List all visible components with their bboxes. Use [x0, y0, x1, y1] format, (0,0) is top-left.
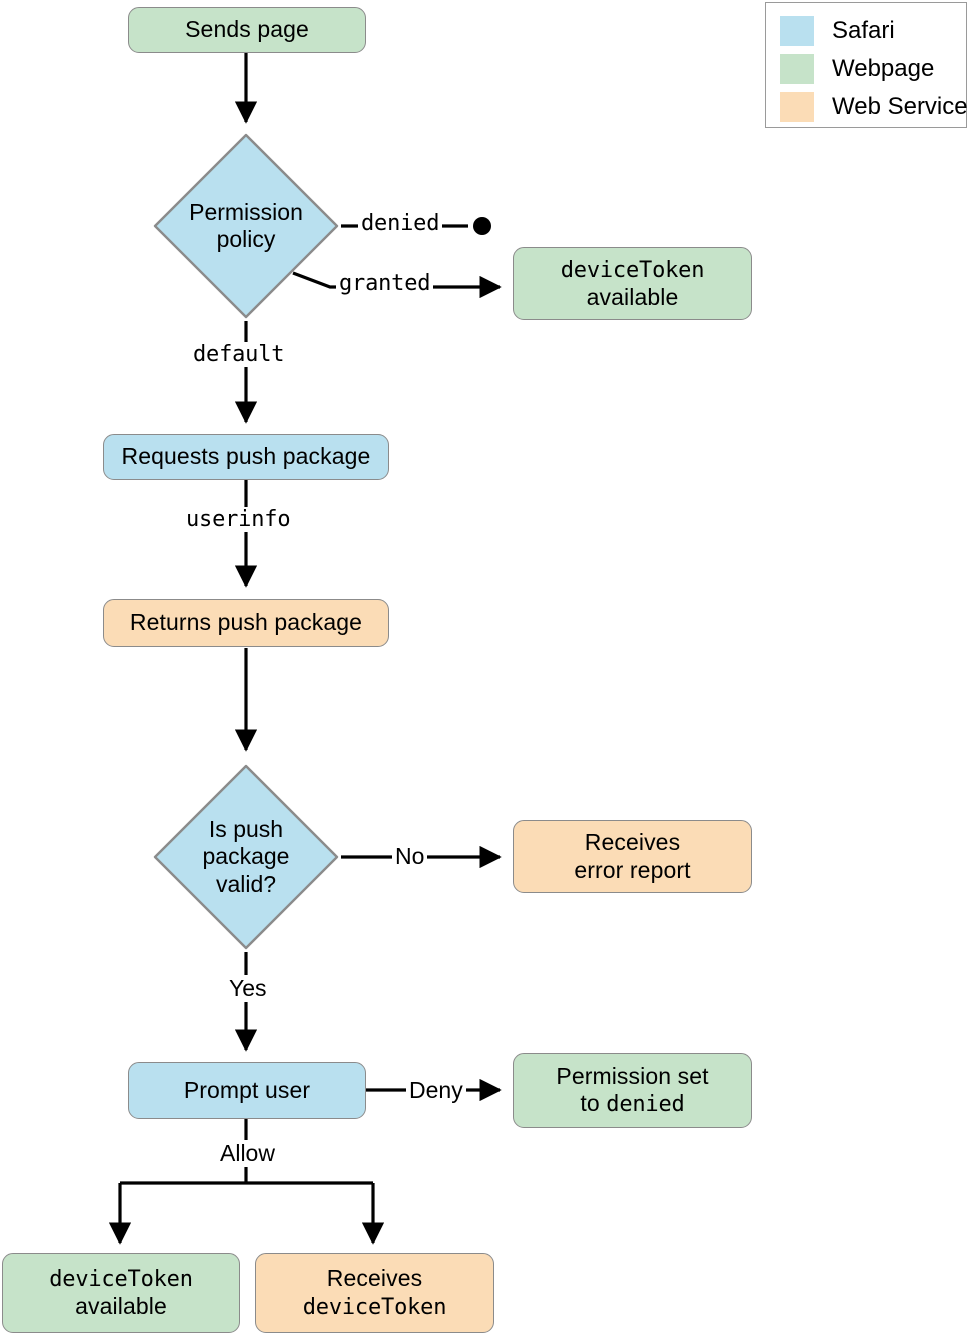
legend-swatch-web-service	[780, 92, 814, 122]
legend: Safari Webpage Web Service	[765, 2, 968, 128]
node-receives-device-token[interactable]: Receives deviceToken	[255, 1253, 494, 1333]
node-receives-error-report-label: Receives error report	[574, 829, 690, 883]
node-device-token-available-top-label: deviceToken available	[561, 256, 705, 311]
edge-label-userinfo: userinfo	[183, 507, 294, 532]
node-device-token-available-bottom[interactable]: deviceToken available	[2, 1253, 240, 1333]
node-receives-error-report[interactable]: Receives error report	[513, 820, 752, 893]
mono-device-token: deviceToken	[49, 1267, 193, 1293]
label-available: available	[75, 1293, 167, 1320]
label-error-report: error report	[574, 856, 691, 883]
legend-item-web-service[interactable]: Web Service	[780, 90, 968, 124]
node-device-token-available-top[interactable]: deviceToken available	[513, 247, 752, 320]
legend-item-safari[interactable]: Safari	[780, 14, 966, 48]
node-requests-push-package[interactable]: Requests push package	[103, 434, 389, 480]
legend-item-webpage[interactable]: Webpage	[780, 52, 966, 86]
label-permission-set: Permission set	[556, 1062, 709, 1089]
label-available: available	[586, 283, 679, 310]
legend-label-webpage: Webpage	[832, 55, 935, 82]
node-prompt-user[interactable]: Prompt user	[128, 1062, 366, 1119]
decision-permission-policy[interactable]: Permission policy	[151, 131, 341, 321]
edge-label-default: default	[190, 342, 288, 367]
legend-label-safari: Safari	[832, 17, 895, 44]
edge-label-denied: denied	[358, 211, 443, 236]
mono-denied: denied	[606, 1092, 685, 1118]
edge-label-granted: granted	[336, 271, 434, 296]
edge-label-yes: Yes	[226, 975, 270, 1002]
node-receives-device-token-label: Receives deviceToken	[303, 1265, 447, 1320]
legend-label-web-service: Web Service	[832, 93, 968, 120]
node-prompt-user-label: Prompt user	[183, 1076, 311, 1103]
label-receives: Receives	[326, 1265, 423, 1292]
node-sends-page-label: Sends page	[185, 16, 309, 43]
node-permission-set-to-denied-label: Permission set to denied	[556, 1063, 708, 1118]
node-device-token-available-bottom-label: deviceToken available	[49, 1265, 193, 1320]
edge-label-no: No	[392, 843, 428, 870]
label-to: to	[580, 1090, 607, 1117]
edge-label-deny: Deny	[406, 1077, 466, 1104]
legend-swatch-safari	[780, 16, 814, 46]
node-sends-page[interactable]: Sends page	[128, 7, 366, 53]
node-returns-push-package-label: Returns push package	[129, 609, 363, 636]
legend-swatch-webpage	[780, 54, 814, 84]
label-receives: Receives	[584, 829, 681, 856]
mono-device-token: deviceToken	[560, 257, 705, 283]
denied-terminator-dot	[473, 217, 491, 235]
edge-label-allow: Allow	[217, 1140, 278, 1167]
mono-device-token: deviceToken	[302, 1294, 447, 1320]
node-returns-push-package[interactable]: Returns push package	[103, 599, 389, 647]
decision-is-push-package-valid[interactable]: Is push package valid?	[151, 762, 341, 952]
node-requests-push-package-label: Requests push package	[121, 443, 371, 470]
node-permission-set-to-denied[interactable]: Permission set to denied	[513, 1053, 752, 1128]
